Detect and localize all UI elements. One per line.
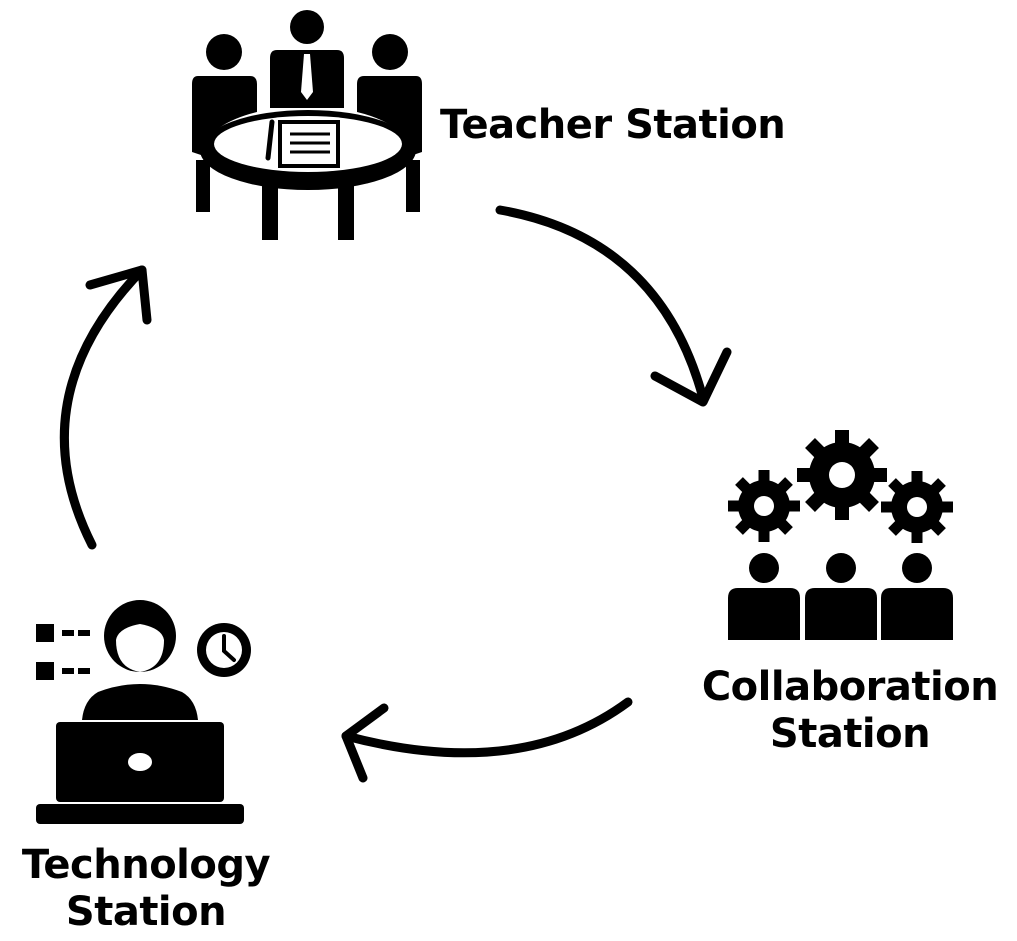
arrow-collaboration-to-technology [341,697,633,783]
arrow-technology-to-teacher [59,265,152,550]
collaboration-station-label-line2: Station [769,711,931,758]
gear-right-icon [881,471,953,543]
collaboration-station-label: Collaboration Station [700,664,1000,758]
gear-left-icon [728,470,800,542]
collaboration-station-label-line1: Collaboration [701,664,999,710]
technology-station-label-line1: Technology [21,842,271,888]
technology-station-label: Technology Station [0,842,292,936]
teacher-station-label-text: Teacher Station [440,102,786,148]
technology-station-label-line2: Station [65,889,227,936]
gear-large-icon [797,430,887,520]
clock-icon [197,623,251,677]
checklist-box-icon [36,624,54,642]
laptop-logo-icon [128,753,152,771]
teacher-station-label: Teacher Station [440,102,786,149]
arrow-teacher-to-collaboration [495,205,732,407]
